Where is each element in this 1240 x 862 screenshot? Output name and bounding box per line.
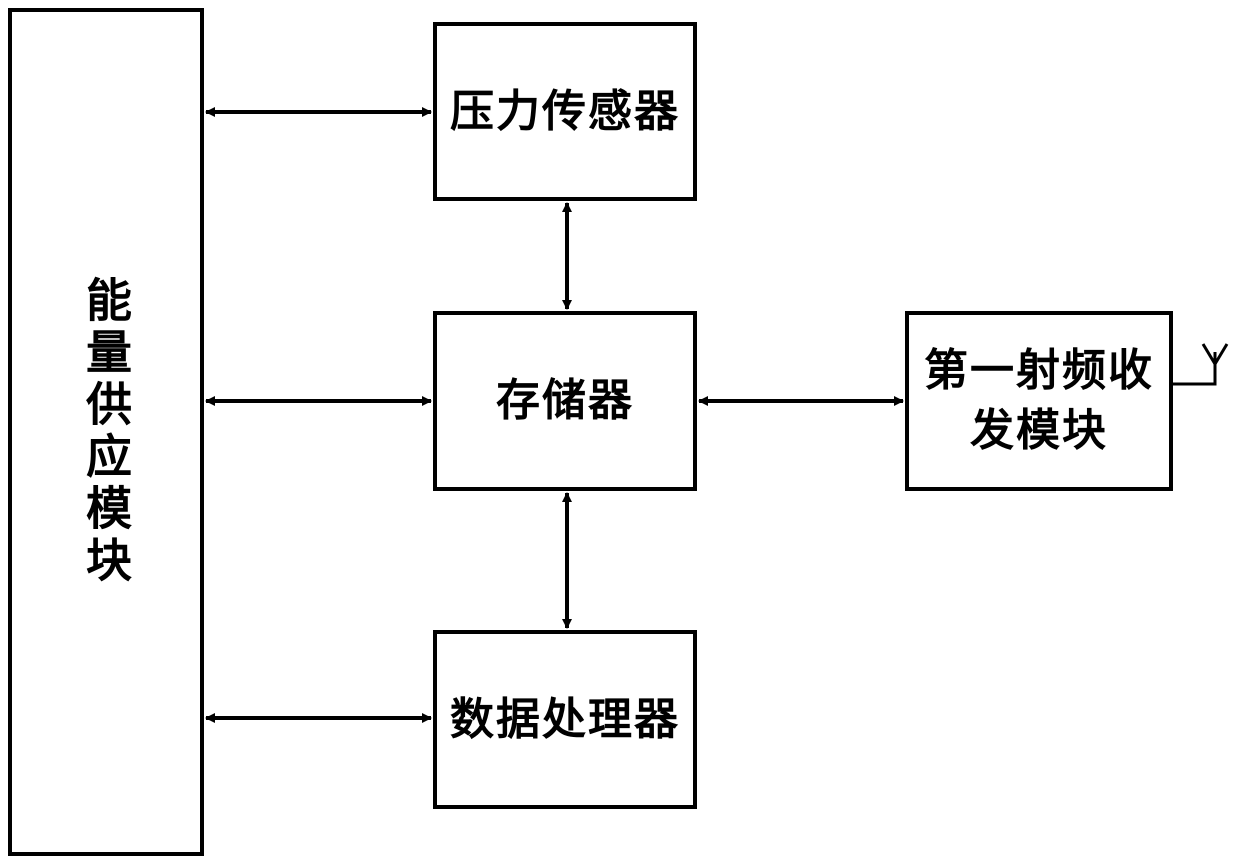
pressure-sensor-block: 压力传感器 <box>433 22 697 201</box>
energy-supply-module-block: 能量供应模块 <box>8 8 204 856</box>
memory-block: 存储器 <box>433 311 697 491</box>
antenna-icon <box>1173 344 1227 384</box>
pressure-sensor-label: 压力传感器 <box>445 80 685 144</box>
data-processor-block: 数据处理器 <box>433 630 697 809</box>
data-processor-label: 数据处理器 <box>445 688 685 752</box>
energy-supply-module-label: 能量供应模块 <box>77 276 135 588</box>
memory-label: 存储器 <box>496 369 634 433</box>
rf-transceiver-module-block: 第一射频收发模块 <box>905 311 1173 491</box>
rf-transceiver-module-label: 第一射频收发模块 <box>919 341 1159 461</box>
